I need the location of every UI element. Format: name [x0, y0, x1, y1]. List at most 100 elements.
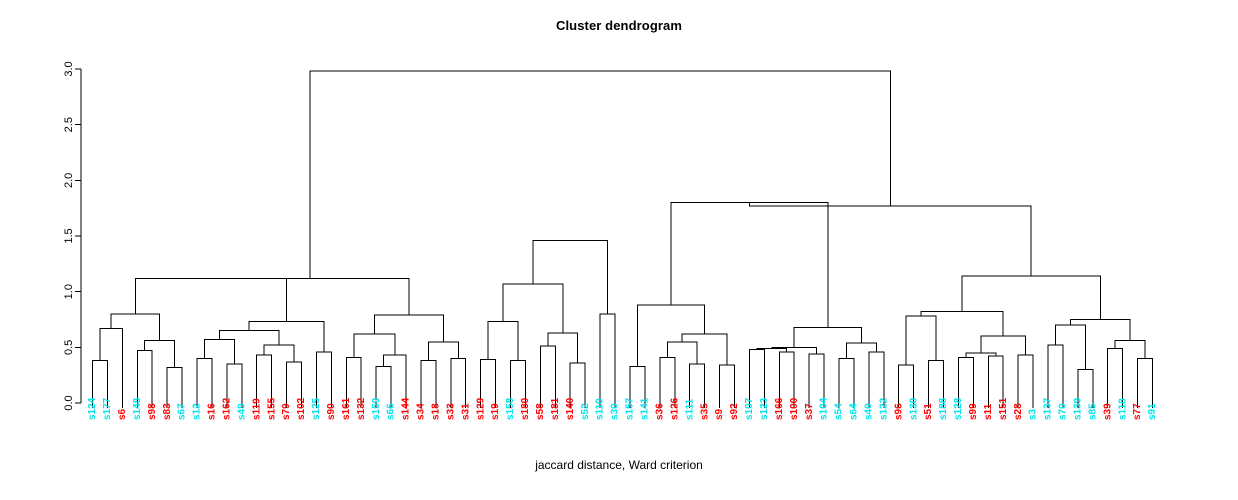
leaf-label[interactable]: s12: [192, 403, 203, 420]
leaf-label[interactable]: s102: [296, 397, 307, 420]
leaf-label[interactable]: s126: [669, 397, 680, 420]
leaf-label[interactable]: s9: [714, 408, 725, 420]
leaf-label[interactable]: s104: [819, 397, 830, 420]
dendrogram-link: [898, 364, 915, 403]
leaf-label[interactable]: s137: [1043, 397, 1054, 420]
dendrogram-link: [987, 355, 1004, 403]
leaf-label[interactable]: s77: [1132, 403, 1143, 420]
leaf-label[interactable]: s40: [863, 403, 874, 420]
leaf-label[interactable]: s100: [789, 397, 800, 420]
dendrogram-link: [961, 275, 1101, 320]
leaf-label[interactable]: s162: [221, 397, 232, 420]
leaf-label[interactable]: s79: [281, 403, 292, 420]
y-axis-tick-label: 1.5: [63, 228, 75, 243]
dendrogram-link: [1137, 357, 1154, 403]
leaf-label[interactable]: s155: [266, 397, 277, 420]
dendrogram-link: [629, 365, 646, 403]
leaf-label[interactable]: s124: [87, 397, 98, 420]
leaf-label[interactable]: s37: [804, 403, 815, 420]
y-axis: 0.00.51.01.52.02.53.0: [63, 61, 82, 411]
leaf-label[interactable]: s159: [371, 397, 382, 420]
leaf-label[interactable]: s49: [236, 403, 247, 420]
dendrogram-link: [920, 311, 1004, 337]
leaf-label[interactable]: s99: [968, 403, 979, 420]
leaf-label[interactable]: s54: [834, 403, 845, 420]
leaf-label[interactable]: s16: [207, 403, 218, 420]
leaf-label[interactable]: s158: [505, 397, 516, 420]
dendrogram-link: [719, 364, 735, 403]
leaf-label[interactable]: s3: [1028, 408, 1039, 420]
leaf-label[interactable]: s144: [401, 397, 412, 420]
leaf-label[interactable]: s35: [699, 403, 710, 420]
leaf-label[interactable]: s188: [938, 397, 949, 420]
dendrogram-link: [670, 202, 829, 328]
page-title: Cluster dendrogram: [555, 18, 683, 33]
leaf-label[interactable]: s52: [580, 403, 591, 420]
leaf-label[interactable]: s118: [1117, 398, 1128, 420]
dendrogram-link: [286, 361, 302, 403]
leaf-label[interactable]: s91: [1147, 403, 1158, 420]
leaf-label[interactable]: s181: [550, 397, 561, 420]
leaf-label[interactable]: s141: [640, 397, 651, 420]
leaf-label[interactable]: s132: [356, 397, 367, 420]
leaf-label[interactable]: s85: [1087, 403, 1098, 420]
dendrogram-link: [532, 239, 609, 314]
dendrogram-links: [91, 70, 1154, 403]
leaf-label[interactable]: s33: [445, 403, 456, 420]
leaf-label[interactable]: s58: [535, 403, 546, 420]
dendrogram-link: [1069, 319, 1131, 341]
leaf-label[interactable]: s83: [162, 403, 173, 420]
dendrogram-link: [980, 335, 1027, 356]
leaf-label[interactable]: s28: [1013, 403, 1024, 420]
dendrogram-link: [263, 344, 295, 362]
leaf-label[interactable]: s30: [610, 403, 621, 420]
leaf-label[interactable]: s107: [744, 397, 755, 420]
dendrogram-link: [599, 313, 616, 403]
dendrogram-link: [1107, 347, 1124, 403]
leaf-label[interactable]: s119: [251, 398, 262, 420]
leaf-label[interactable]: s98: [147, 403, 158, 420]
dendrogram-link: [91, 360, 108, 403]
leaf-label[interactable]: s18: [431, 403, 442, 420]
dendrogram-link: [166, 366, 183, 403]
leaf-label[interactable]: s31: [460, 403, 471, 420]
leaf-label[interactable]: s125: [311, 397, 322, 420]
leaf-label[interactable]: s66: [386, 403, 397, 420]
leaf-label[interactable]: s6: [117, 408, 128, 420]
leaf-label[interactable]: s140: [565, 397, 576, 420]
leaf-label[interactable]: s51: [923, 403, 934, 420]
leaf-label[interactable]: s148: [132, 397, 143, 420]
leaf-label[interactable]: s39: [1102, 403, 1113, 420]
leaf-label[interactable]: s90: [326, 403, 337, 420]
dendrogram-link: [309, 70, 891, 279]
leaf-label[interactable]: s166: [774, 397, 785, 420]
leaf-label[interactable]: s67: [177, 403, 188, 420]
leaf-label[interactable]: s177: [102, 397, 113, 420]
leaf-label[interactable]: s161: [341, 397, 352, 420]
leaf-label[interactable]: s11: [983, 403, 994, 420]
leaf-label[interactable]: s34: [416, 403, 427, 420]
leaf-label[interactable]: s157: [625, 397, 636, 420]
dendrogram-link: [659, 356, 676, 403]
leaf-label[interactable]: s151: [998, 397, 1009, 420]
leaf-label[interactable]: s70: [1058, 403, 1069, 420]
leaf-label[interactable]: s96: [893, 403, 904, 420]
leaf-label[interactable]: s122: [878, 397, 889, 420]
dendrogram-link: [487, 321, 519, 361]
dendrogram-link: [1047, 344, 1064, 403]
leaf-label[interactable]: s129: [475, 397, 486, 420]
dendrogram-link: [99, 327, 123, 403]
leaf-label[interactable]: s128: [953, 397, 964, 420]
leaf-label[interactable]: s130: [908, 397, 919, 420]
leaf-label[interactable]: s64: [849, 403, 860, 420]
leaf-label[interactable]: s110: [595, 398, 606, 420]
leaf-label[interactable]: s19: [490, 403, 501, 420]
leaf-label[interactable]: s111: [684, 398, 695, 420]
leaf-label[interactable]: s139: [1073, 397, 1084, 420]
leaf-label[interactable]: s92: [729, 403, 740, 420]
leaf-label[interactable]: s36: [654, 403, 665, 420]
leaf-label[interactable]: s123: [759, 397, 770, 420]
leaf-label[interactable]: s180: [520, 397, 531, 420]
